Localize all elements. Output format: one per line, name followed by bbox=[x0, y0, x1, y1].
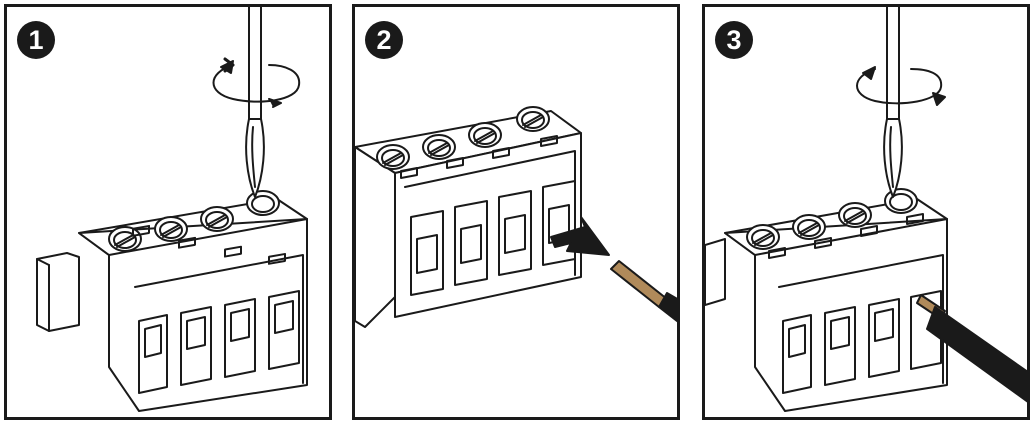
screw-2 bbox=[154, 216, 188, 242]
screw-3 bbox=[838, 202, 872, 228]
step-panel-2: 2 bbox=[352, 4, 680, 420]
screw-2 bbox=[422, 134, 456, 160]
wire-entry-openings bbox=[410, 180, 576, 296]
plug-back-part bbox=[36, 252, 80, 332]
screw-3 bbox=[200, 206, 234, 232]
wire-copper-strand bbox=[610, 260, 668, 308]
step-panel-1: 1 bbox=[4, 4, 332, 420]
wire-entry-openings bbox=[782, 290, 942, 394]
step-badge-2: 2 bbox=[365, 21, 403, 59]
rotation-arrow-icon bbox=[856, 66, 946, 106]
screw-3 bbox=[468, 122, 502, 148]
wire-insulation bbox=[658, 292, 677, 323]
step-badge-1: 1 bbox=[17, 21, 55, 59]
label-slots bbox=[132, 224, 286, 265]
plug-back-part bbox=[705, 238, 726, 306]
step-panel-3: 3 bbox=[702, 4, 1030, 420]
screw-1 bbox=[376, 144, 410, 170]
terminal-block-tighten-illustration bbox=[705, 7, 1027, 412]
screw-1 bbox=[746, 224, 780, 250]
screw-4 bbox=[516, 106, 550, 132]
screw-4 bbox=[884, 188, 918, 214]
label-slots bbox=[400, 135, 558, 179]
screwdriver bbox=[883, 7, 903, 198]
terminal-block-insert-illustration bbox=[355, 106, 677, 328]
terminal-block-loosen-illustration bbox=[36, 7, 308, 412]
screw-2 bbox=[792, 214, 826, 240]
screw-4 bbox=[246, 190, 280, 216]
rotation-arrow-icon bbox=[212, 57, 301, 108]
insert-direction-arrow-icon bbox=[550, 216, 610, 256]
screw-1 bbox=[108, 226, 142, 252]
wire bbox=[916, 294, 1027, 403]
screw-heads bbox=[376, 106, 550, 170]
wire bbox=[610, 260, 677, 323]
step-badge-3: 3 bbox=[715, 21, 753, 59]
screwdriver bbox=[245, 7, 265, 198]
wire-entry-openings bbox=[138, 290, 300, 394]
label-slots bbox=[768, 213, 924, 259]
screw-heads bbox=[746, 188, 918, 250]
screw-heads bbox=[108, 190, 280, 252]
wire-insulation bbox=[926, 306, 1027, 403]
